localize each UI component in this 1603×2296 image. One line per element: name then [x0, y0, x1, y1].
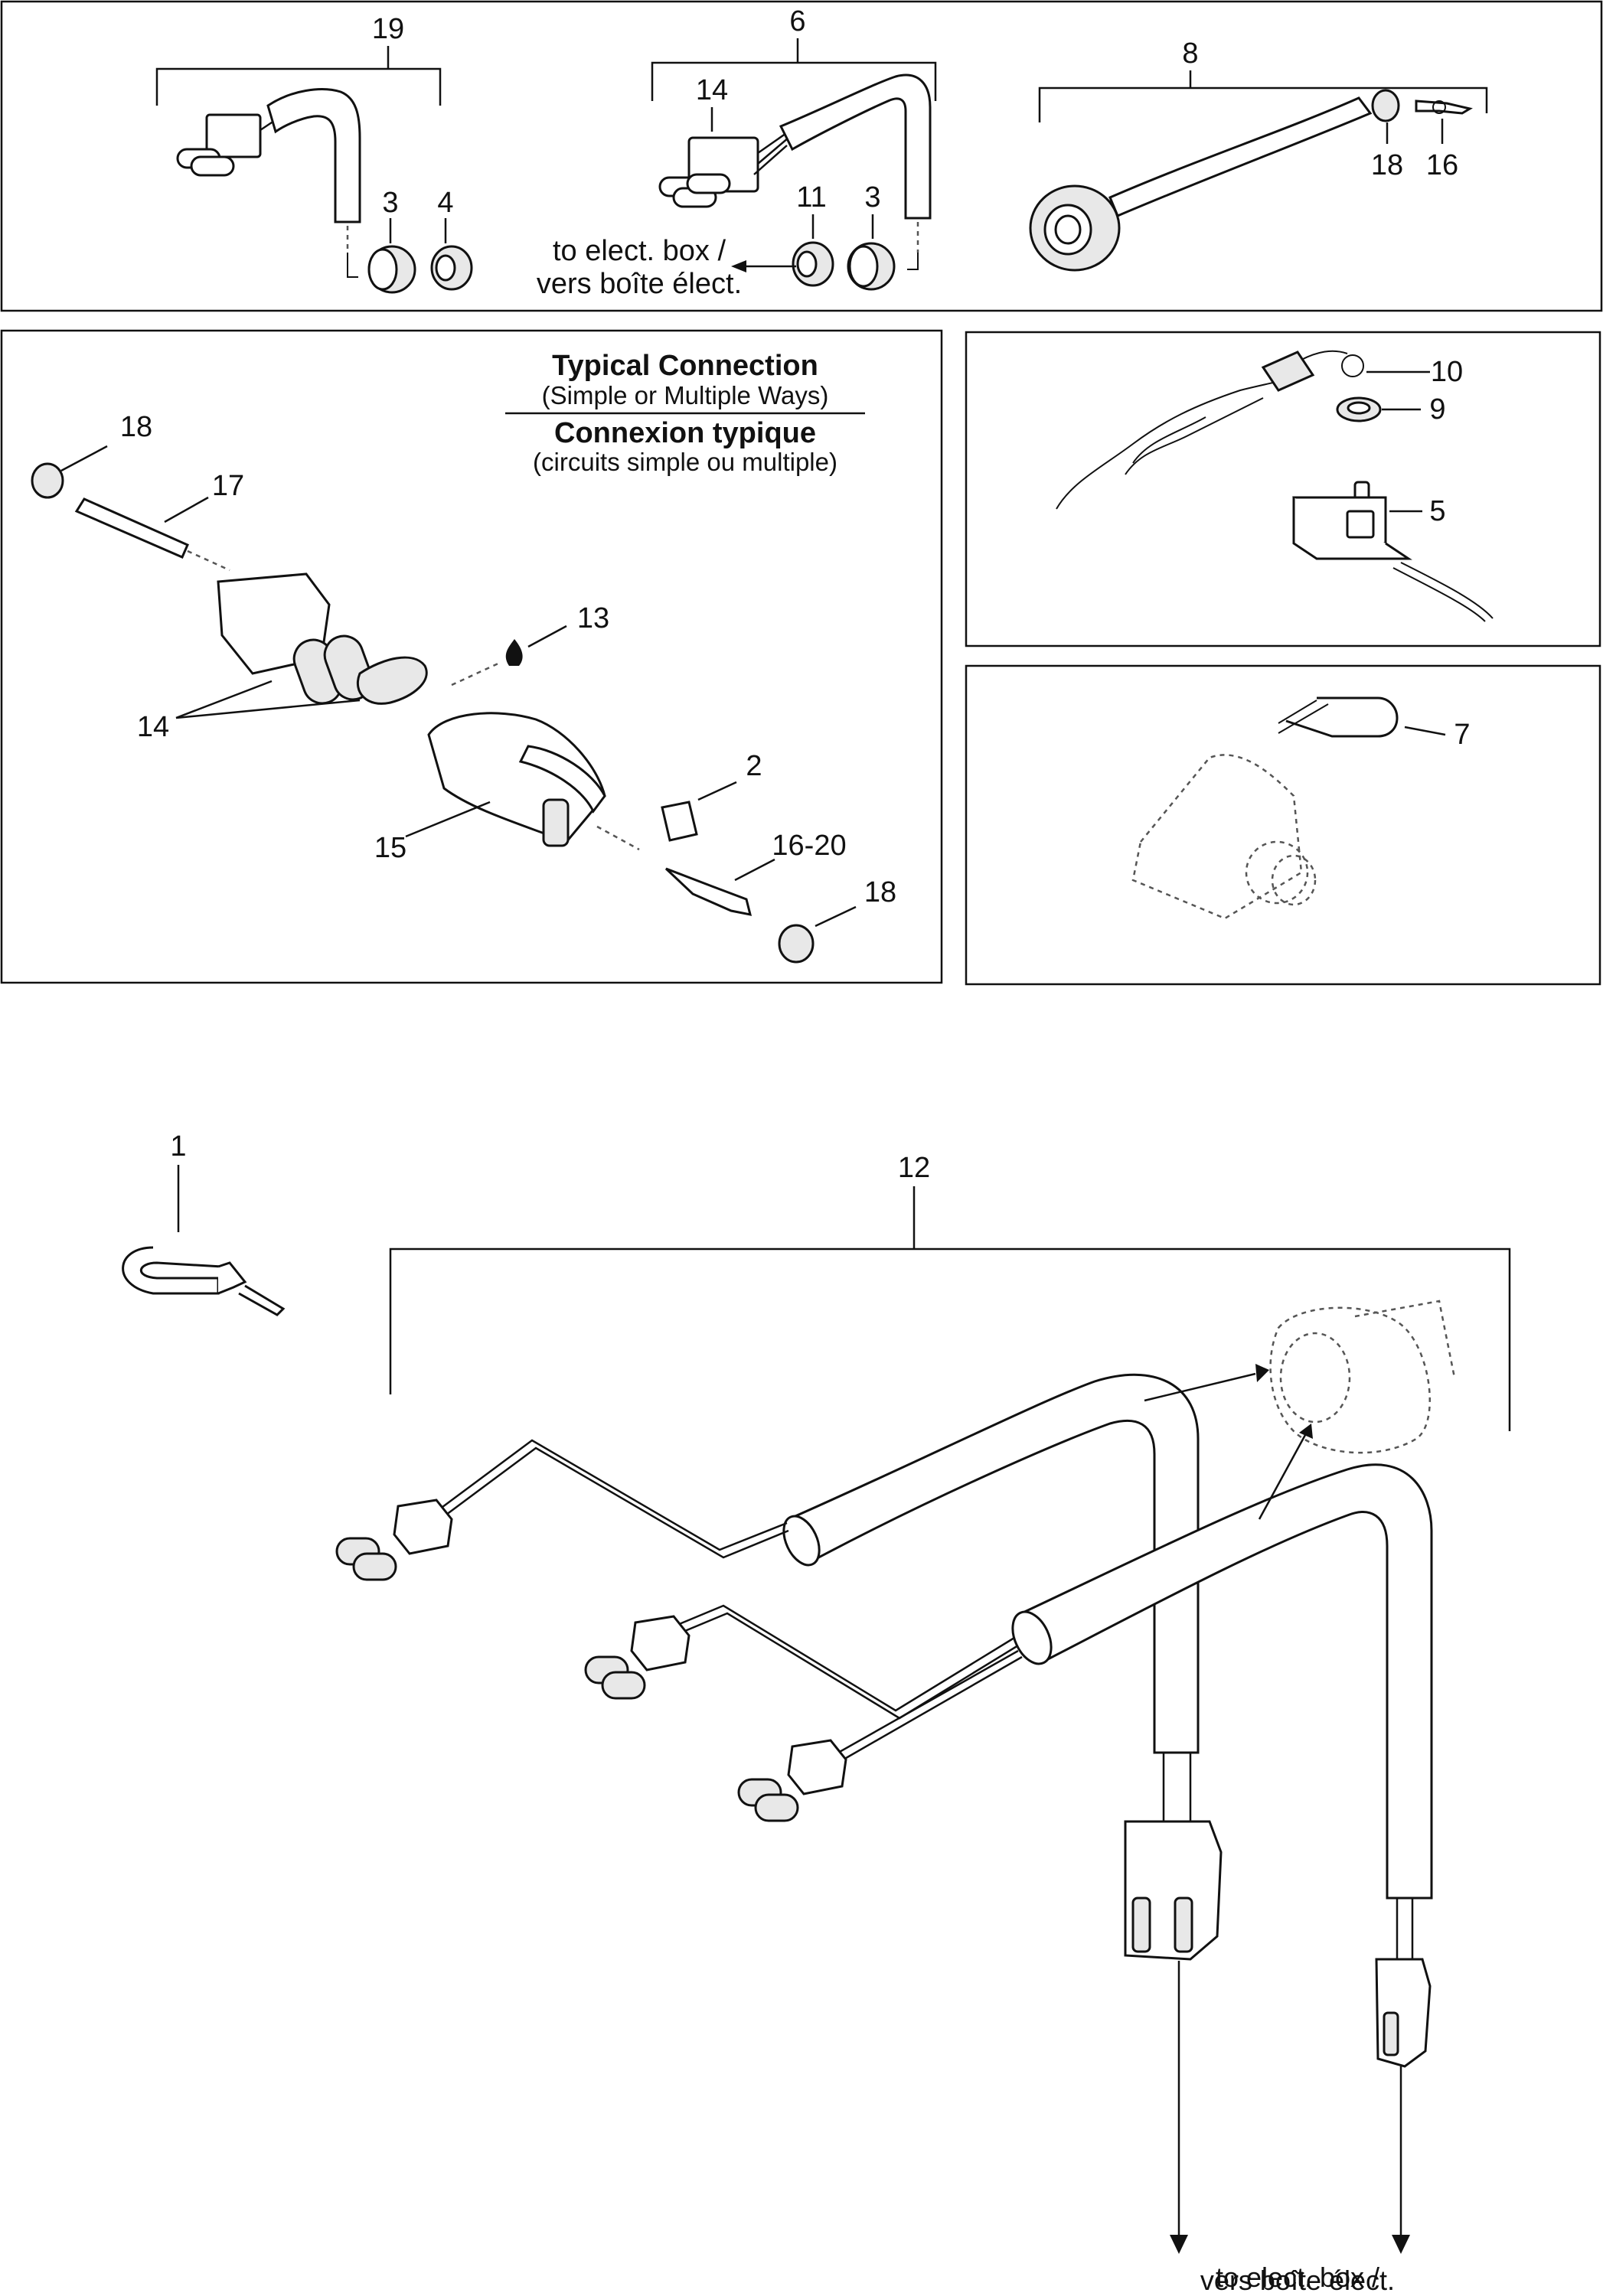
- cable-tie-1: 1: [122, 1130, 286, 1316]
- callout-17: 17: [212, 470, 244, 502]
- callout-14-mid: 14: [137, 711, 169, 743]
- panel-typical-connection: [0, 329, 943, 984]
- callout-2: 2: [746, 750, 762, 782]
- callout-6: 6: [789, 5, 805, 38]
- callout-13: 13: [577, 602, 609, 634]
- note-to-box-top-en: to elect. box /: [553, 235, 726, 267]
- callout-12: 12: [898, 1152, 930, 1184]
- panel-switch: [965, 331, 1601, 647]
- callout-3a: 3: [382, 187, 398, 219]
- callout-19: 19: [372, 13, 404, 45]
- typical-connection-heading: Typical Connection (Simple or Multiple W…: [505, 350, 865, 476]
- assembly-8: 8 18 16: [1029, 38, 1488, 272]
- callout-18-left: 18: [120, 411, 152, 443]
- callout-1: 1: [170, 1130, 186, 1163]
- typical-title-en: Typical Connection: [552, 350, 818, 382]
- panel-harness-parts: [0, 0, 1603, 312]
- callout-7: 7: [1454, 719, 1470, 751]
- typical-title-fr: Connexion typique: [554, 417, 816, 449]
- typical-connection-parts: 18 17 14 13 15 2 16-20 18: [31, 411, 896, 964]
- note-to-box-bottom-fr: vers boîte élect.: [1200, 2265, 1396, 2296]
- harness-12: 12: [335, 1152, 1511, 2293]
- typical-subtitle-en: (Simple or Multiple Ways): [542, 381, 829, 409]
- switch-assembly: 10 9 5: [1056, 350, 1494, 622]
- callout-16-20: 16-20: [772, 830, 846, 862]
- note-to-box-bottom-en: to elect. box /: [1216, 2262, 1379, 2293]
- callout-10: 10: [1431, 356, 1463, 388]
- callout-15: 15: [374, 832, 406, 864]
- assembly-6: 6 14 11 3 to elect. box / vers boîte éle…: [537, 5, 937, 300]
- callout-11: 11: [796, 181, 826, 214]
- panel-bracket: [965, 664, 1601, 986]
- callout-14-top: 14: [696, 74, 728, 106]
- callout-8: 8: [1182, 38, 1198, 70]
- bracket-assembly: 7: [1131, 696, 1471, 920]
- callout-9: 9: [1429, 393, 1445, 426]
- callout-16-top: 16: [1426, 149, 1458, 181]
- callout-18-top: 18: [1371, 149, 1403, 181]
- callout-5: 5: [1429, 495, 1445, 527]
- assembly-19: 19 3 4: [155, 13, 473, 294]
- callout-18-right: 18: [864, 876, 896, 908]
- note-to-box-top-fr: vers boîte élect.: [537, 268, 742, 300]
- callout-3b: 3: [864, 181, 880, 214]
- typical-subtitle-fr: (circuits simple ou multiple): [533, 448, 837, 476]
- callout-4: 4: [437, 187, 453, 219]
